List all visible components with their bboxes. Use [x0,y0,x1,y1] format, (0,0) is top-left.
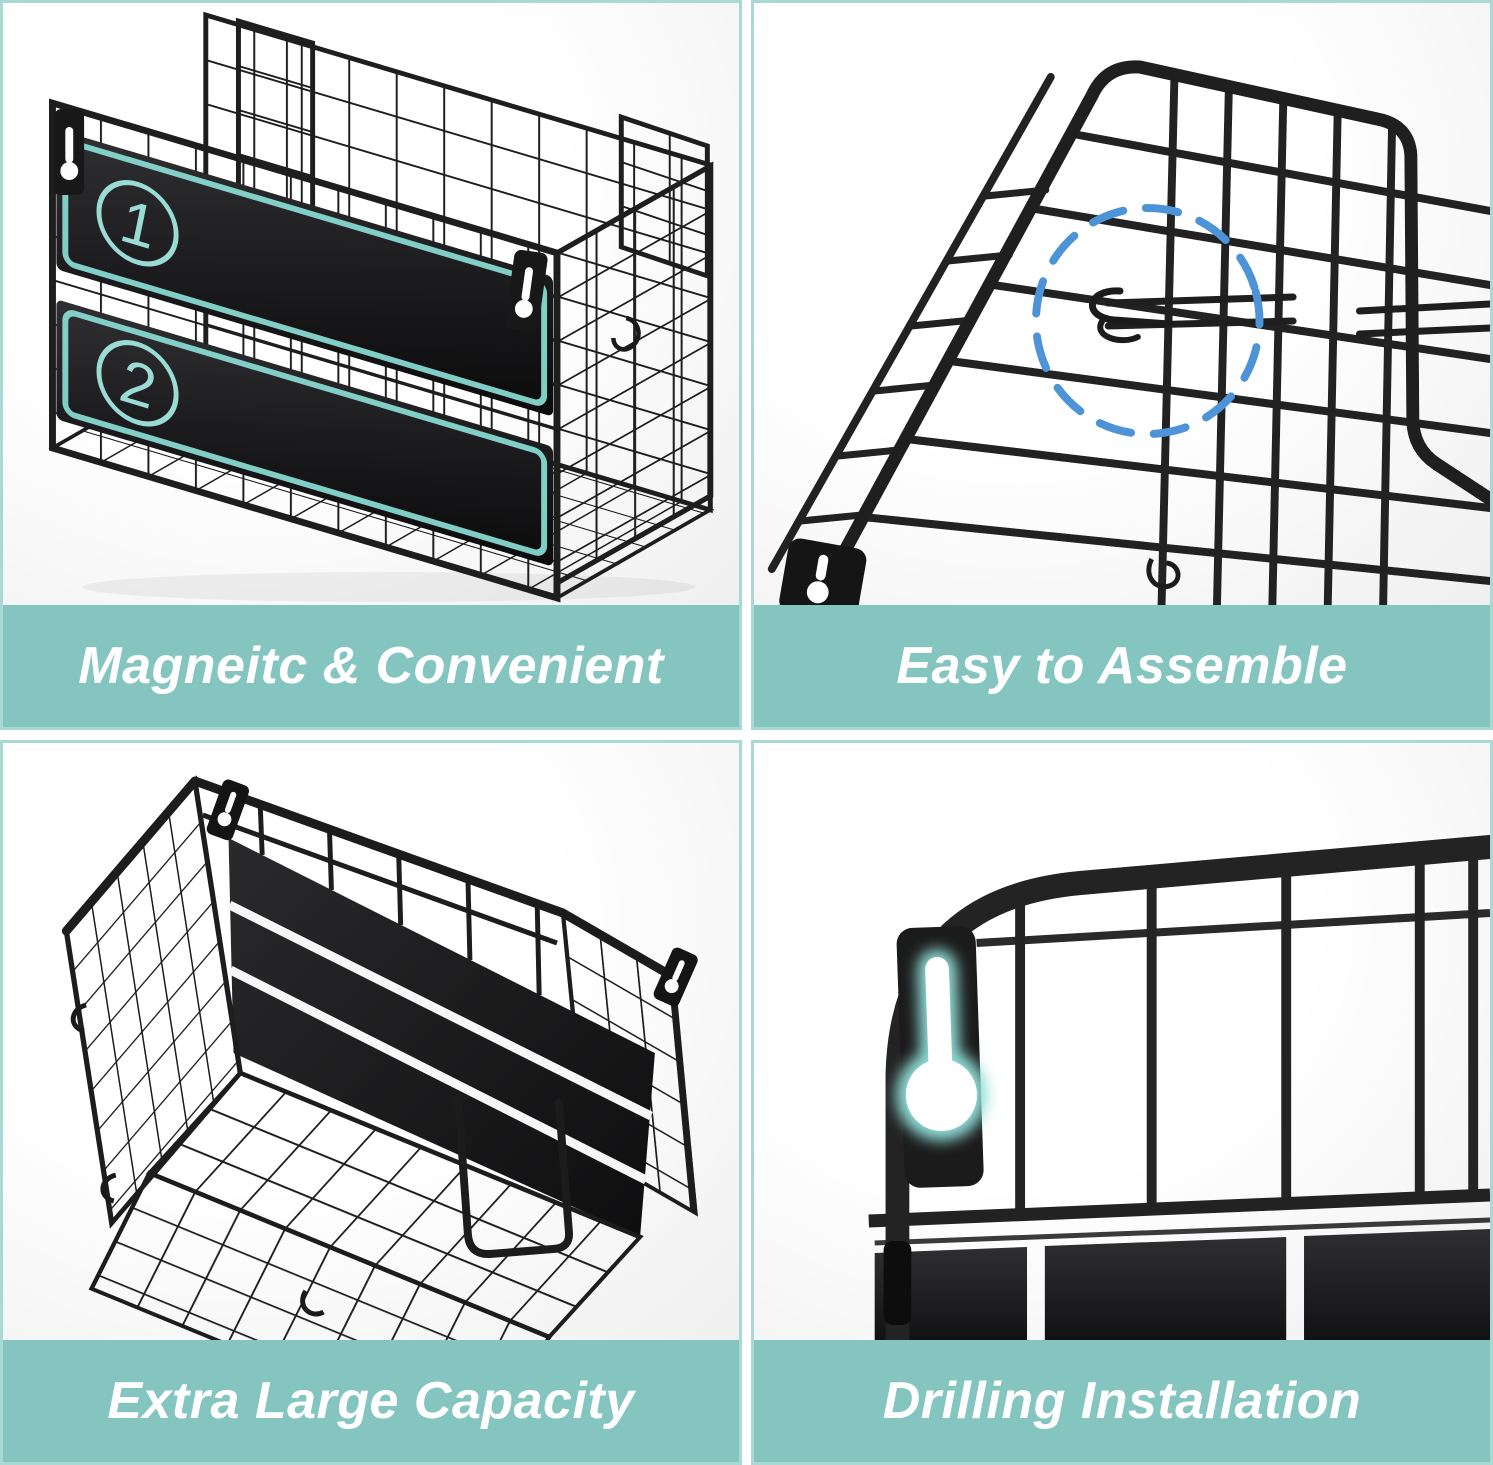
wire-basket-drawing: 1 2 [48,11,715,603]
keyhole-tab-icon [54,109,85,195]
sub-rail [874,1217,1490,1246]
caption-text: Magneitc & Convenient [78,637,664,695]
back-wall-wires [201,803,558,996]
wire-hook-icon [70,1002,117,1204]
magnetic-panel-strips [874,1229,1490,1340]
open-basket-drawing [61,775,699,1340]
wire-basket-drawing [61,775,699,1340]
wire-hook-icon [611,315,641,352]
keyhole-tab-icon [653,947,698,1007]
mid-rail [868,1188,1490,1228]
divider-wires [1104,293,1490,338]
caption-bar-drilling: Drilling Installation [754,1340,1490,1462]
caption-bar-magnetic: Magneitc & Convenient [3,605,739,727]
feature-card-assemble: Easy to Assemble [751,0,1493,730]
wire-grid [767,73,1490,605]
panel-number-2: 2 [120,345,155,424]
wire-hook-icon [1146,557,1181,590]
panel-number-1: 1 [120,185,154,264]
vertical-wires [1015,853,1479,1215]
caption-text: Easy to Assemble [896,637,1348,695]
wire-hook-icon [300,1289,325,1317]
basket-right-edge [668,972,697,1212]
feature-card-drilling: Drilling Installation [751,740,1493,1465]
magnetic-panel-2: 2 [56,300,554,566]
product-photo-large-basket [3,743,739,1340]
circled-2-icon [96,340,179,427]
product-photo-assembly-closeup [754,3,1490,605]
basket-corner-closeup-drawing [767,60,1490,605]
caption-bar-capacity: Extra Large Capacity [3,1340,739,1462]
magnetic-panel-1: 1 [56,130,554,416]
u-divider-wire [454,1093,573,1259]
caption-bar-assemble: Easy to Assemble [754,605,1490,727]
wire-clip-icon [1089,287,1173,344]
interior-magnetic-panel [227,838,655,1237]
feature-card-magnetic: 1 2 [0,0,742,730]
basket-rim [808,60,1490,605]
wire-frame-drawing [868,835,1490,1340]
product-photo-magnetic-panels: 1 2 [3,3,739,605]
frame-clip [883,1241,912,1325]
keyhole-tab-icon [779,538,867,605]
dashed-circle-icon [1031,204,1264,438]
keyhole-tab-icon [206,779,250,841]
keyhole-tab-icon [505,249,548,333]
caption-text: Extra Large Capacity [107,1372,635,1430]
feature-card-capacity: Extra Large Capacity [0,740,742,1465]
keyhole-mount-closeup-drawing [868,835,1490,1340]
keyhole-mount-icon [895,926,987,1188]
basket-front-face: 1 2 [48,98,561,603]
product-photo-keyhole-closeup [754,743,1490,1340]
wire-basket-with-panels-drawing: 1 2 [48,11,715,603]
caption-text: Drilling Installation [882,1372,1362,1430]
circled-1-icon [96,180,179,267]
